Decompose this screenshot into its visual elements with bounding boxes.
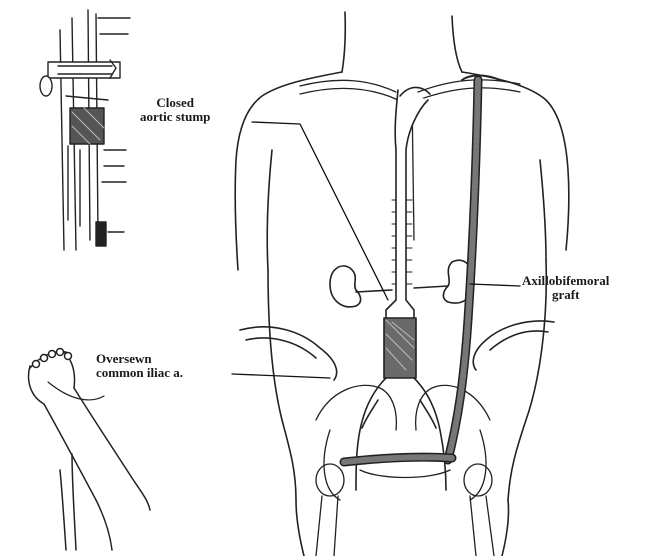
aorta — [384, 87, 430, 378]
label-oversewn-common-iliac-line1: Oversewn — [96, 352, 183, 366]
aortic-stump-inset — [40, 10, 130, 250]
label-closed-aortic-stump: Closed aortic stump — [140, 96, 210, 124]
label-axillobifemoral-graft-line2: graft — [522, 288, 609, 302]
label-closed-aortic-stump-line2: aortic stump — [140, 110, 210, 124]
label-closed-aortic-stump-line1: Closed — [140, 96, 210, 110]
label-axillobifemoral-graft: Axillobifemoral graft — [522, 274, 609, 302]
label-oversewn-common-iliac-line2: common iliac a. — [96, 366, 183, 380]
leader-oversewn-common-iliac — [232, 374, 330, 378]
leader-closed-aortic-stump — [252, 122, 388, 300]
leader-axillobifemoral-graft — [470, 284, 520, 286]
label-oversewn-common-iliac: Oversewn common iliac a. — [96, 352, 183, 380]
label-axillobifemoral-graft-line1: Axillobifemoral — [522, 274, 609, 288]
